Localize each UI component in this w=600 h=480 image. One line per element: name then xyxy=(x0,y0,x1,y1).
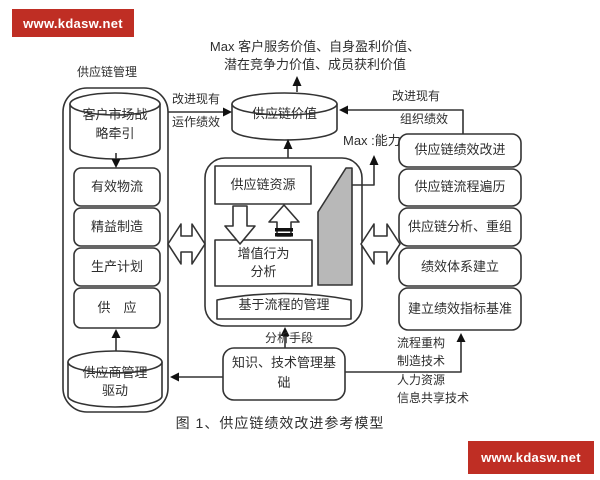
box-plan-label: 生产计划 xyxy=(90,259,143,274)
max-capability-label: Max :能力 xyxy=(343,133,401,148)
up-arrow-base-bar2 xyxy=(275,233,293,237)
capability-ramp xyxy=(317,167,353,286)
process-banner-shape xyxy=(216,292,352,320)
tech-list-item-4: 信息共享技术 xyxy=(397,391,470,405)
scm-label: 供应链管理 xyxy=(77,65,138,79)
value-behavior-line1: 增值行为 xyxy=(237,246,290,261)
box-logistics-label: 有效物流 xyxy=(90,179,143,194)
box-resources xyxy=(214,165,312,205)
connector-lines xyxy=(115,81,464,378)
tech-list-item-2: 制造技术 xyxy=(397,354,446,368)
figure-caption: 图 1、供应链绩效改进参考模型 xyxy=(175,415,385,431)
box-perf-improve-label: 供应链绩效改进 xyxy=(414,142,506,157)
tech-list-item-3: 人力资源 xyxy=(397,373,446,387)
hollow-down-arrow xyxy=(224,205,256,245)
process-banner-label: 基于流程的管理 xyxy=(238,297,330,312)
resources-label: 供应链资源 xyxy=(230,177,296,192)
box-value-behavior xyxy=(214,239,313,287)
box-perf-system-label: 绩效体系建立 xyxy=(420,259,499,274)
box-knowledge xyxy=(222,347,346,401)
box-benchmark xyxy=(398,287,522,331)
supplier-driver-line2: 驱动 xyxy=(101,383,128,398)
value-cylinder-label: 供应链价值 xyxy=(251,106,317,121)
tech-list-item-1: 流程重构 xyxy=(397,336,446,350)
value-cylinder xyxy=(231,92,338,141)
supplier-driver-line1: 供应商管理 xyxy=(82,365,148,380)
box-analysis-reorg-label: 供应链分析、重组 xyxy=(407,219,512,234)
improve-right-line2: 组织绩效 xyxy=(400,112,449,126)
value-behavior-line2: 分析 xyxy=(250,264,277,279)
box-perf-system xyxy=(398,247,522,287)
customer-strategy-line2: 略牵引 xyxy=(95,126,135,141)
improve-left-line1: 改进现有 xyxy=(172,92,221,106)
box-logistics xyxy=(73,167,161,207)
box-benchmark-label: 建立绩效指标基准 xyxy=(407,301,512,316)
analysis-means-label: 分析手段 xyxy=(264,331,313,345)
improve-right-line1: 改进现有 xyxy=(392,89,441,103)
watermark-bottom-right: www.kdasw.net xyxy=(468,441,594,474)
box-perf-improve xyxy=(398,133,522,168)
up-arrow-base-bar xyxy=(275,228,293,232)
box-supply xyxy=(73,287,161,329)
knowledge-line2: 础 xyxy=(277,375,291,390)
box-plan xyxy=(73,247,161,287)
double-arrow-right xyxy=(360,223,401,265)
supplier-driver-cylinder xyxy=(67,350,163,408)
box-lean xyxy=(73,207,161,247)
customer-strategy-line1: 客户市场战 xyxy=(82,107,148,122)
watermark-top-left: www.kdasw.net xyxy=(12,9,134,37)
max-value-line1: Max 客户服务价值、自身盈利价值、 xyxy=(209,39,421,54)
box-process-traverse-label: 供应链流程遍历 xyxy=(414,179,506,194)
box-analysis-reorg xyxy=(398,207,522,247)
double-arrow-left xyxy=(167,223,206,265)
improve-left-line2: 运作绩效 xyxy=(172,115,221,129)
arrowheads xyxy=(111,76,466,382)
knowledge-line1: 知识、技术管理基 xyxy=(231,355,336,370)
max-value-line2: 潜在竞争力价值、成员获利价值 xyxy=(223,57,406,72)
box-process-traverse xyxy=(398,168,522,207)
box-lean-label: 精益制造 xyxy=(90,219,143,234)
box-supply-label: 供 应 xyxy=(97,300,137,315)
